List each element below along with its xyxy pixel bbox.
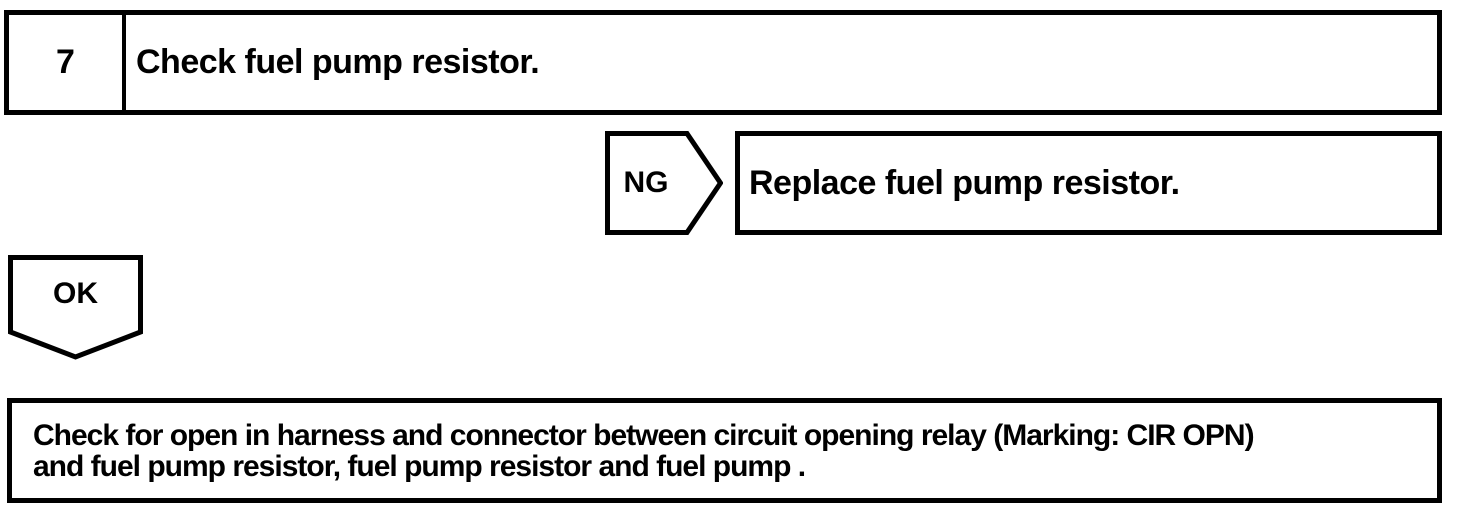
ng-label: NG	[623, 166, 669, 199]
ng-action-box: Replace fuel pump resistor.	[735, 131, 1442, 235]
ok-pentagon-shape-icon	[8, 255, 143, 360]
step-box: 7 Check fuel pump resistor.	[4, 10, 1442, 115]
ok-connector: OK	[8, 255, 143, 360]
final-action-line-2: and fuel pump resistor, fuel pump resist…	[33, 449, 806, 483]
ok-label: OK	[53, 277, 98, 310]
ng-connector: NG	[605, 131, 723, 235]
step-title: Check fuel pump resistor.	[136, 43, 540, 81]
final-action-line-1: Check for open in harness and connector …	[33, 418, 1255, 452]
ng-pentagon-shape-icon	[605, 131, 723, 235]
ng-action-text: Replace fuel pump resistor.	[749, 163, 1180, 202]
step-number: 7	[9, 15, 126, 110]
final-action-box: Check for open in harness and connector …	[7, 398, 1442, 503]
